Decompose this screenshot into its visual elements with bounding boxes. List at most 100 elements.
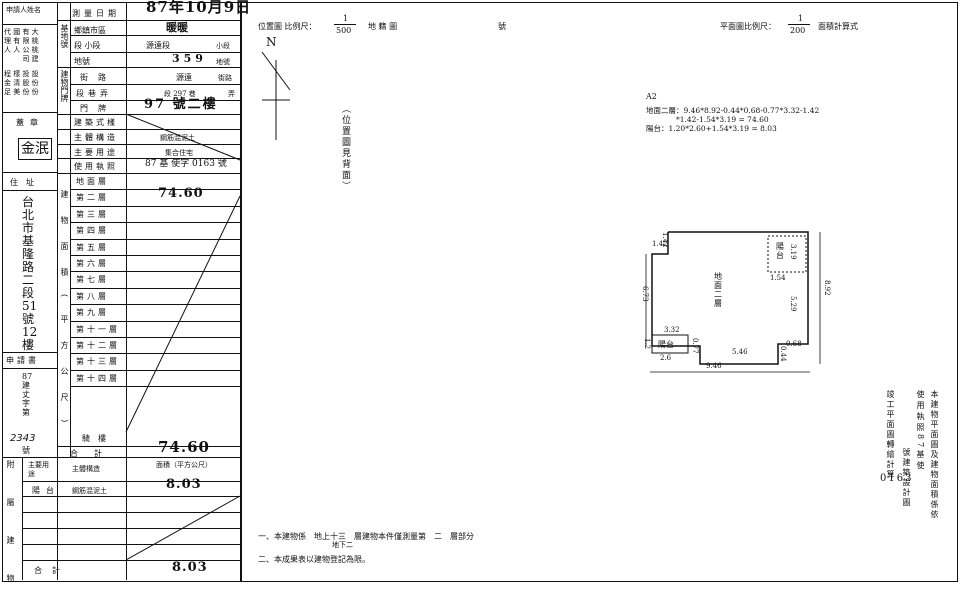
base-label-1: 鄉鎮市區 [74,26,106,35]
floor-label: 第六層 [76,259,109,268]
attached-total-label: 合計 [34,566,70,575]
bldg-suffix-2: 弄 [228,90,235,98]
floor-label: 第二層 [76,193,109,203]
base-value-3: 359 [172,52,207,65]
calc-line-3: 陽台：1.20*2.60+1.54*3.19 = 8.03 [646,124,777,133]
plan-label: 平面圖比例尺： [720,22,776,31]
attached-struct-1: 鋼筋混泥土 [72,487,107,495]
mgr-line-3: 足 美 份 份 [4,88,39,96]
dim-068: 0.68 [786,340,802,348]
floor-label: 第五層 [76,242,109,252]
calc-label: 面積計算式 [818,22,858,31]
main-use-label: 主要用途 [74,148,118,157]
bldg-label-2: 段巷弄 [76,89,112,98]
floor-label: 第十三層 [76,357,120,367]
dim-12: 1.2 [643,338,651,350]
applicant-label: 申請人姓名 [6,6,41,14]
dim-546: 5.46 [732,348,748,356]
bldg-value-2: 段 297 巷 [164,90,196,98]
agent-line-3: 人 人 公 桃 [4,46,39,54]
seal-label: 蓋章 [16,118,44,127]
app-doc-suffix: 號 [22,446,30,455]
dim-332: 3.32 [664,326,680,334]
location-side-note: （位置圖見背面） [340,104,350,192]
bldg-group-label: 建物門牌 [60,70,69,102]
dim-26: 2.6 [660,354,672,362]
agent-line-4: 司 建 [4,55,39,63]
attached-col-use: 主要用途 [28,461,49,478]
note-2: 二、本成果表以建物登記為限。 [258,555,370,564]
plan-scale-num: 1 [798,14,804,23]
agent-line-1: 代 國 有 大 [4,28,39,36]
permit-label: 使用執照 [74,162,118,171]
location-label: 位置圖 比例尺： [258,22,317,31]
floor-label: 第九層 [76,308,109,318]
location-scale-num: 1 [343,14,349,23]
north-arrow-label: N [266,35,277,49]
survey-date-value: 87年10月9日 [146,0,252,16]
left-table-strikes [125,113,241,561]
vertical-note-4: 號建築設計圖 [902,448,911,508]
dim-673: 6.73 [641,286,649,302]
main-struct-label: 主體構造 [74,133,118,142]
permit-value: 87 基 使字 0163 號 [145,159,227,169]
attached-use-1: 陽台 [32,486,60,495]
dim-154: 1.54 [770,274,786,282]
main-struct-value: 鋼筋混泥土 [160,134,195,142]
base-suffix-3: 地號 [216,58,230,66]
total-value: 74.60 [158,438,210,456]
north-arrow-icon [261,51,291,140]
attached-total-value: 8.03 [172,560,208,575]
base-value-1: 暖暖 [166,21,188,34]
vertical-note-1: 本建物平面圖及建物面積係依 [930,390,939,520]
dim-946: 9.46 [706,362,722,370]
attached-col-area: 面積（平方公尺） [156,461,212,469]
plan-scale-den: 200 [790,26,806,35]
note-1-sub: 地下二 [332,541,353,549]
dim-142a: 1.42 [652,240,668,248]
room-label: 地面二層 [714,272,722,308]
app-doc-label: 申請書 [6,356,39,365]
land-map-label: 地 籍 圖 [368,22,398,31]
balcony-label-bottom: 陽台 [658,340,674,349]
bldg-label-1: 街路 [80,73,116,82]
base-label-2: 段 小段 [74,41,101,50]
agent-line-2: 理 有 限 桃 [4,37,39,45]
floor-label: 地面層 [76,177,109,186]
calc-line-1: 地面二層：9.46*8.92-0.44*0.68-0.77*3.32-1.42 [646,106,820,115]
survey-date-label: 測量日期 [72,9,120,18]
floor-label: 第七層 [76,275,109,285]
vertical-note-2: 使用執照87基使 [916,390,925,473]
left-table-frame [2,2,242,582]
main-use-value: 集合住宅 [165,149,193,157]
attached-area-1: 8.03 [166,477,202,492]
total-label: 合計 [70,449,118,458]
floor-label: 第八層 [76,291,109,301]
attached-col-struct: 主體構造 [72,465,100,473]
base-label-3: 地號 [74,57,90,66]
stair-label: 騎樓 [82,434,114,443]
floor-plan [645,231,821,373]
bldg-value-1: 源遠 [176,73,192,82]
address-label: 住址 [10,178,42,187]
floor-area-value: 74.60 [158,186,204,202]
floor-label: 第四層 [76,226,109,236]
floors-group-label: 建物面積(平方公尺) [60,190,69,441]
vertical-note-number: 0163 [880,473,914,484]
dim-529: 5.29 [789,296,797,312]
floor-label: 第十一層 [76,324,120,334]
mgr-line-1: 程 樣 投 設 [4,70,39,78]
seal-stamp: 金泯 [18,138,52,160]
dim-142b: 1.42 [661,232,669,248]
number-label: 號 [498,22,506,31]
base-suffix-2: 小段 [216,42,230,50]
attached-label: 附屬建物 [6,460,15,612]
dim-319: 3.19 [789,244,797,260]
balcony-label-top: 陽台 [776,242,784,260]
calc-line-2: *1.42-1.54*3.19 = 74.60 [646,115,769,124]
main-frame [240,2,958,582]
dim-892: 8.92 [823,280,831,296]
